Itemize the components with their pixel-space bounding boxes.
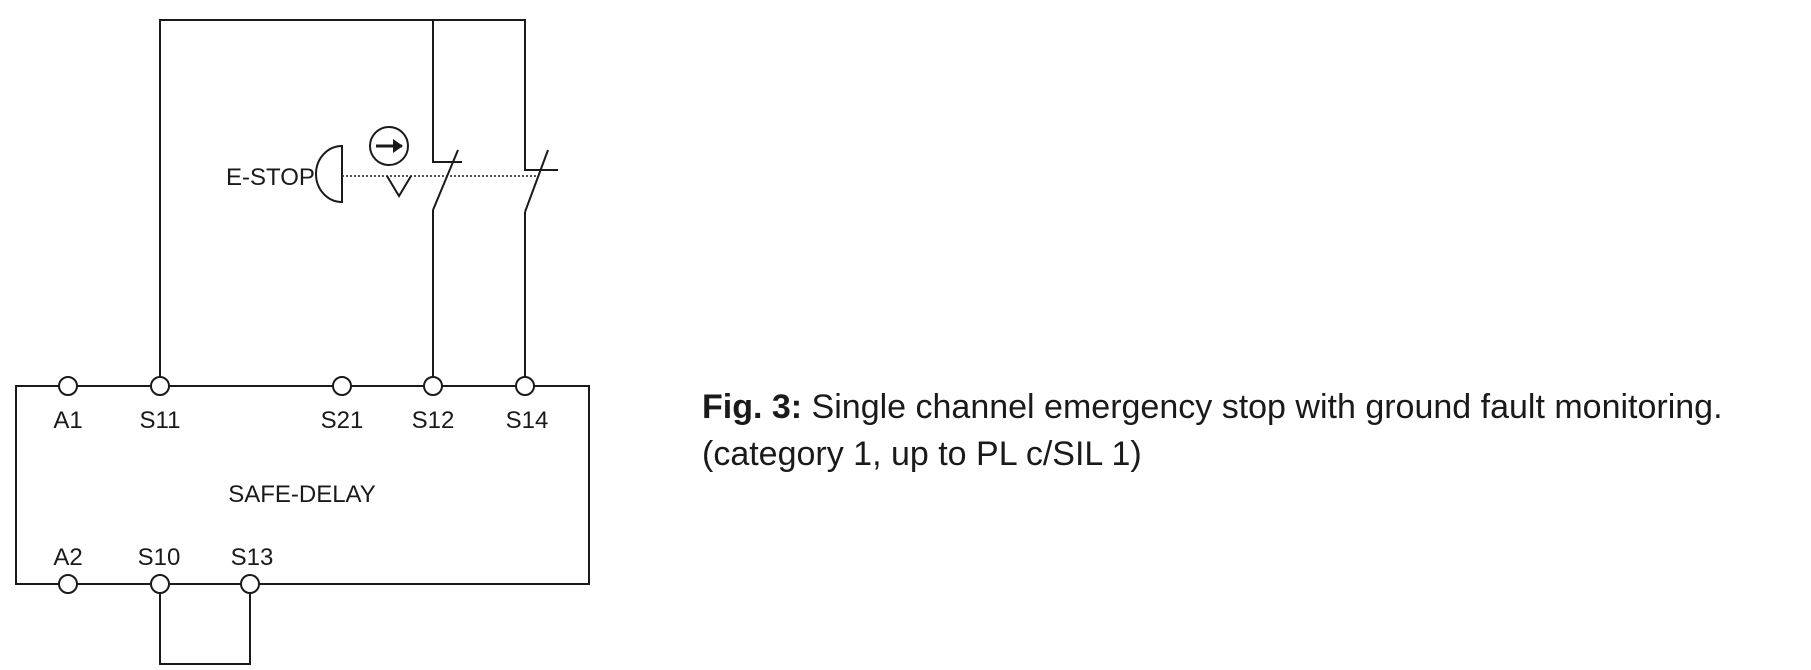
terminal-s12 bbox=[423, 376, 443, 396]
terminal-label-a2: A2 bbox=[53, 544, 82, 571]
terminal-s14 bbox=[515, 376, 535, 396]
safe-delay-module bbox=[15, 385, 590, 585]
terminal-label-s12: S12 bbox=[412, 407, 455, 434]
terminal-label-s14: S14 bbox=[506, 407, 549, 434]
wire-contact-1-top bbox=[432, 20, 462, 163]
terminal-label-a1: A1 bbox=[53, 407, 82, 434]
wire-s11-supply bbox=[159, 19, 526, 386]
caption-line-1: Fig. 3: Single channel emergency stop wi… bbox=[702, 384, 1723, 431]
wiring-diagram: E-STOP A1 S11 S21 S12 S14 A2 S10 S13 SAF… bbox=[15, 19, 590, 665]
terminal-s11 bbox=[150, 376, 170, 396]
terminal-a2 bbox=[58, 574, 78, 594]
contact-1-blade bbox=[432, 149, 459, 211]
terminal-label-s13: S13 bbox=[231, 544, 274, 571]
jumper-s10-s13 bbox=[159, 584, 251, 665]
terminal-label-s21: S21 bbox=[321, 407, 364, 434]
wire-contact-2-top bbox=[524, 120, 558, 171]
terminal-label-s11: S11 bbox=[140, 407, 181, 434]
caption-line-2: (category 1, up to PL c/SIL 1) bbox=[702, 435, 1142, 473]
terminal-s13 bbox=[240, 574, 260, 594]
estop-label: E-STOP bbox=[226, 164, 315, 191]
positive-opening-arrow-head bbox=[393, 139, 403, 153]
latch-icon bbox=[386, 175, 412, 198]
terminal-s21 bbox=[332, 376, 352, 396]
contact-2-blade bbox=[524, 149, 549, 213]
estop-button-icon bbox=[315, 144, 343, 204]
terminal-s10 bbox=[150, 574, 170, 594]
terminal-label-s10: S10 bbox=[138, 544, 181, 571]
positive-opening-icon bbox=[369, 126, 409, 166]
caption-prefix: Fig. 3: bbox=[702, 388, 803, 426]
terminal-a1 bbox=[58, 376, 78, 396]
figure-caption: Fig. 3: Single channel emergency stop wi… bbox=[702, 384, 1723, 478]
caption-text: Single channel emergency stop with groun… bbox=[802, 388, 1723, 426]
device-label: SAFE-DELAY bbox=[228, 481, 376, 508]
